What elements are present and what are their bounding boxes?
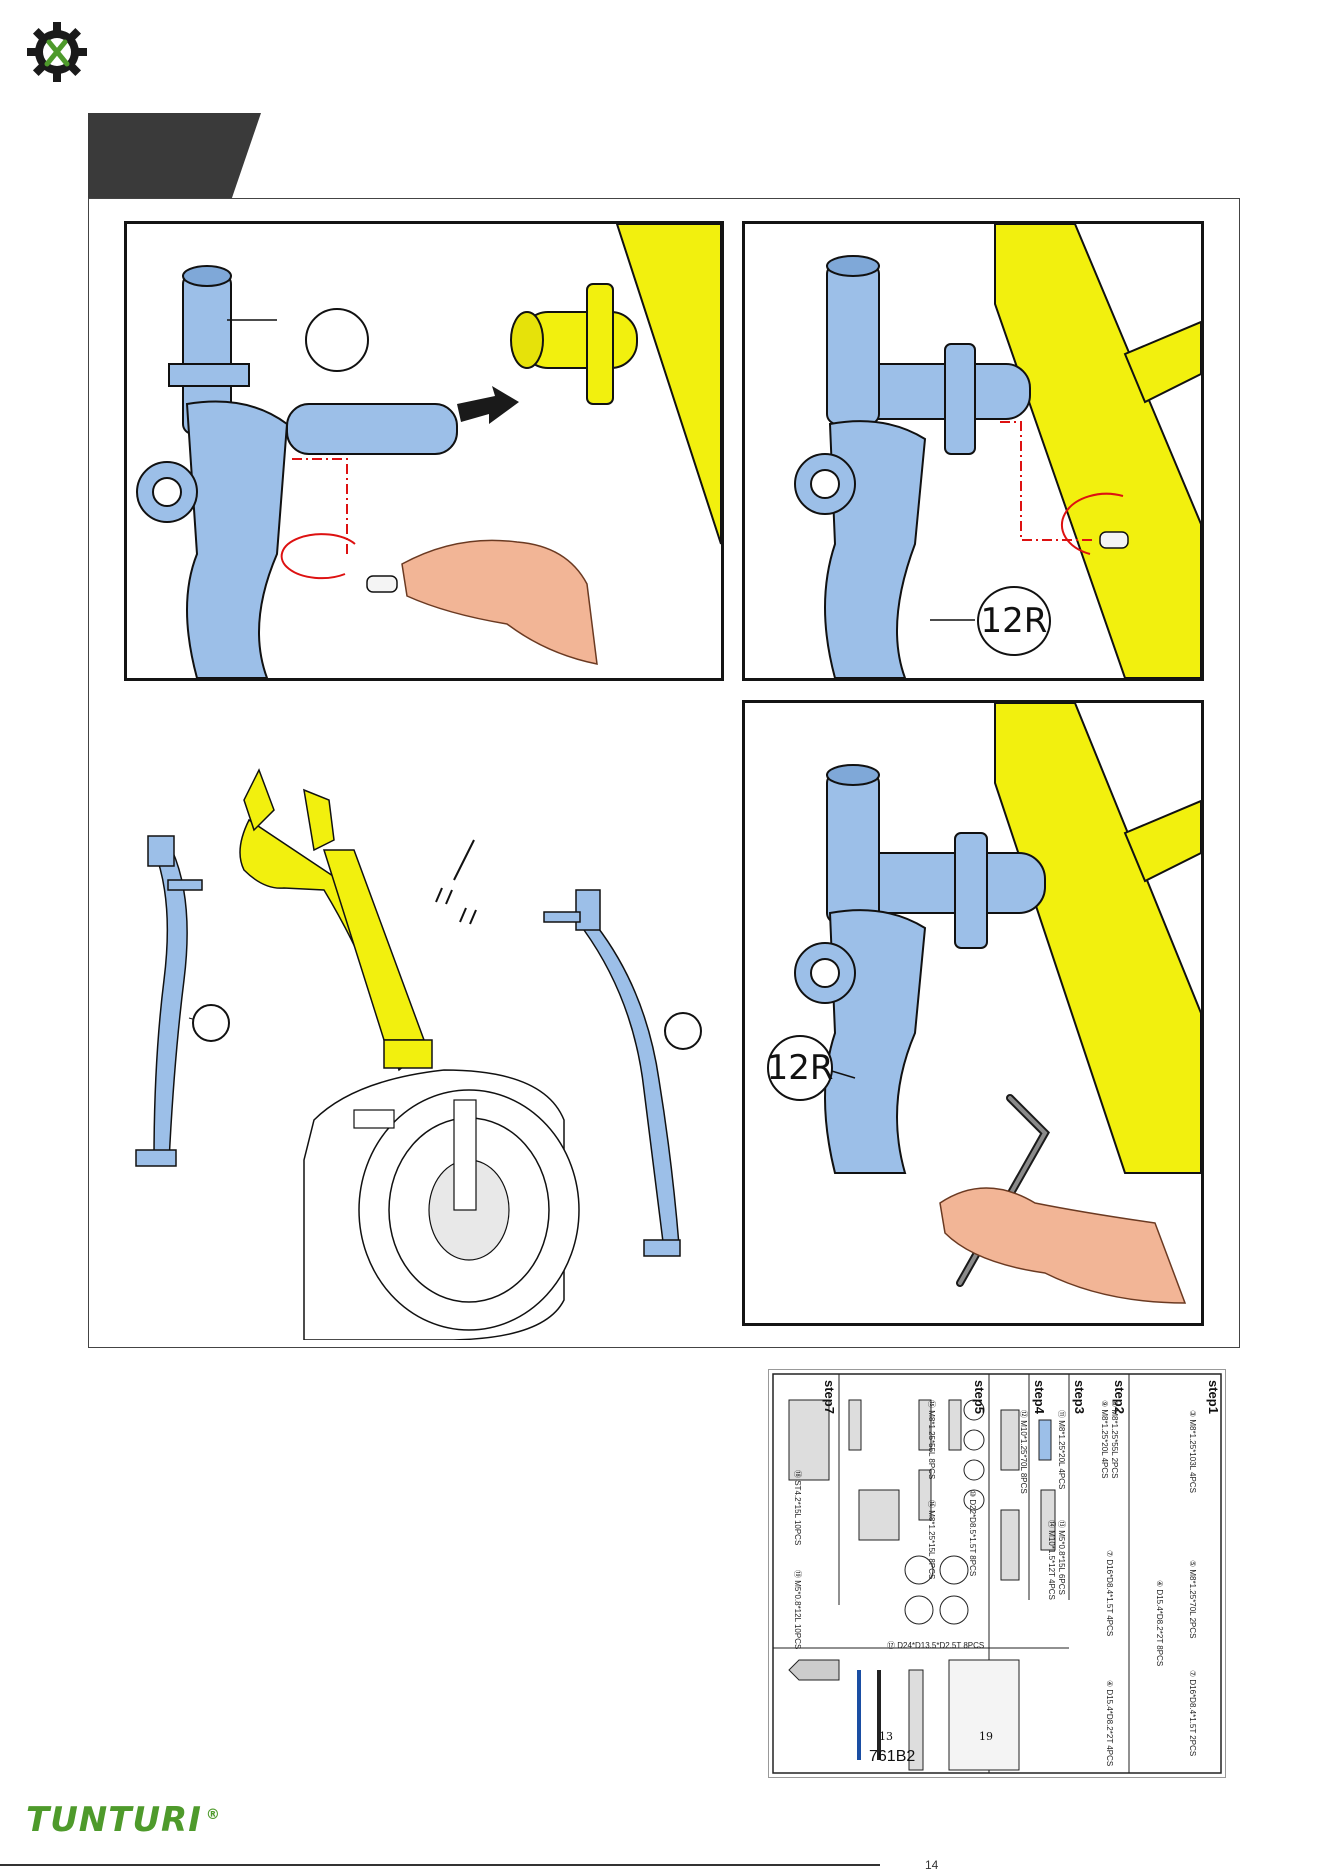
hw-item: ⑬ M5*0.8*15L 6PCS (1057, 1520, 1066, 1595)
hw-item: ⑭ M10*1.5*12T 4PCS (1047, 1520, 1056, 1600)
step-tab (88, 113, 261, 199)
part-callout-12r-lower: 12R (767, 1035, 833, 1101)
hw-item: ⑰ D24*D13.5*D2.5T 8PCS (887, 1641, 985, 1650)
hw-item: ⑧ M8*1.25*55L 2PCS (1110, 1400, 1119, 1479)
hw-item: ⑦ D16*D8.4*1.5T 4PCS (1105, 1550, 1114, 1637)
model-number: 761B2 (869, 1748, 916, 1765)
panel-insert-pin (124, 221, 724, 681)
part-callout-right-arm (664, 1012, 702, 1050)
assembly-illustration-tighten (794, 703, 1201, 1304)
brand-logo: TUNTURI® (26, 1800, 221, 1840)
hw-item: ⑯ M8*1.25*15L 8PCS (927, 1500, 936, 1580)
panel-tighten-bolt: 12R (742, 700, 1204, 1326)
part-callout-circle (305, 308, 369, 372)
page-number: 14 (925, 1858, 939, 1872)
hw-item: ⑫ M10*1.25*70L 8PCS (1019, 1410, 1028, 1494)
assembly-illustration-pin (794, 224, 1201, 678)
hw-item: ④ D15.4*D8.2*2T 8PCS (1155, 1580, 1164, 1667)
hw-item: ⑪ M8*1.25*20L 4PCS (1057, 1410, 1066, 1490)
part-callout-left-arm (192, 1004, 230, 1042)
hardware-pack-sheet: step1 step2 step3 step4 step5 step7 ③ M8… (768, 1369, 1226, 1778)
hw-step-label: step7 (822, 1380, 837, 1414)
hardware-sheet-drawing (772, 1373, 1222, 1774)
exploded-view-drawing (135, 768, 688, 1341)
part-callout-12r: 12R (977, 586, 1051, 656)
brand-name: TUNTURI (26, 1800, 202, 1840)
wrench-size-19: 19 (979, 1730, 993, 1743)
hw-item: ⑦ D16*D8.4*1.5T 2PCS (1188, 1670, 1197, 1757)
hw-item: ⑮ M8*1.25*55L 8PCS (927, 1400, 936, 1480)
hw-item: ⑱ ST4.2*15L 10PCS (793, 1470, 802, 1546)
hw-item: ⑤ M8*1.25*70L 2PCS (1188, 1560, 1197, 1639)
gear-wrench-icon (25, 20, 89, 84)
hw-item: ⑲ M5*0.8*12L 10PCS (793, 1570, 802, 1650)
wrench-size-13: 13 (879, 1730, 893, 1743)
hw-step-label: step4 (1032, 1380, 1047, 1414)
registered-mark: ® (205, 1806, 221, 1823)
panel-pin-inserted: 12R (742, 221, 1204, 681)
assembly-illustration-insert (136, 224, 721, 678)
hw-item: ⑨ M8*1.25*20L 4PCS (1100, 1400, 1109, 1479)
hw-step-label: step5 (972, 1380, 987, 1414)
hw-step-label: step3 (1072, 1380, 1087, 1414)
instruction-frame (88, 198, 1240, 1348)
footer-rule (0, 1864, 880, 1866)
hw-item: ④ D15.4*D8.2*2T 4PCS (1105, 1680, 1114, 1767)
overview-illustration (124, 740, 724, 1341)
hw-step-label: step1 (1206, 1380, 1221, 1414)
hw-item: ③ M8*1.25*103L 4PCS (1188, 1410, 1197, 1493)
hw-item: ⑩ D22*D8.5*1.5T 8PCS (968, 1490, 977, 1577)
